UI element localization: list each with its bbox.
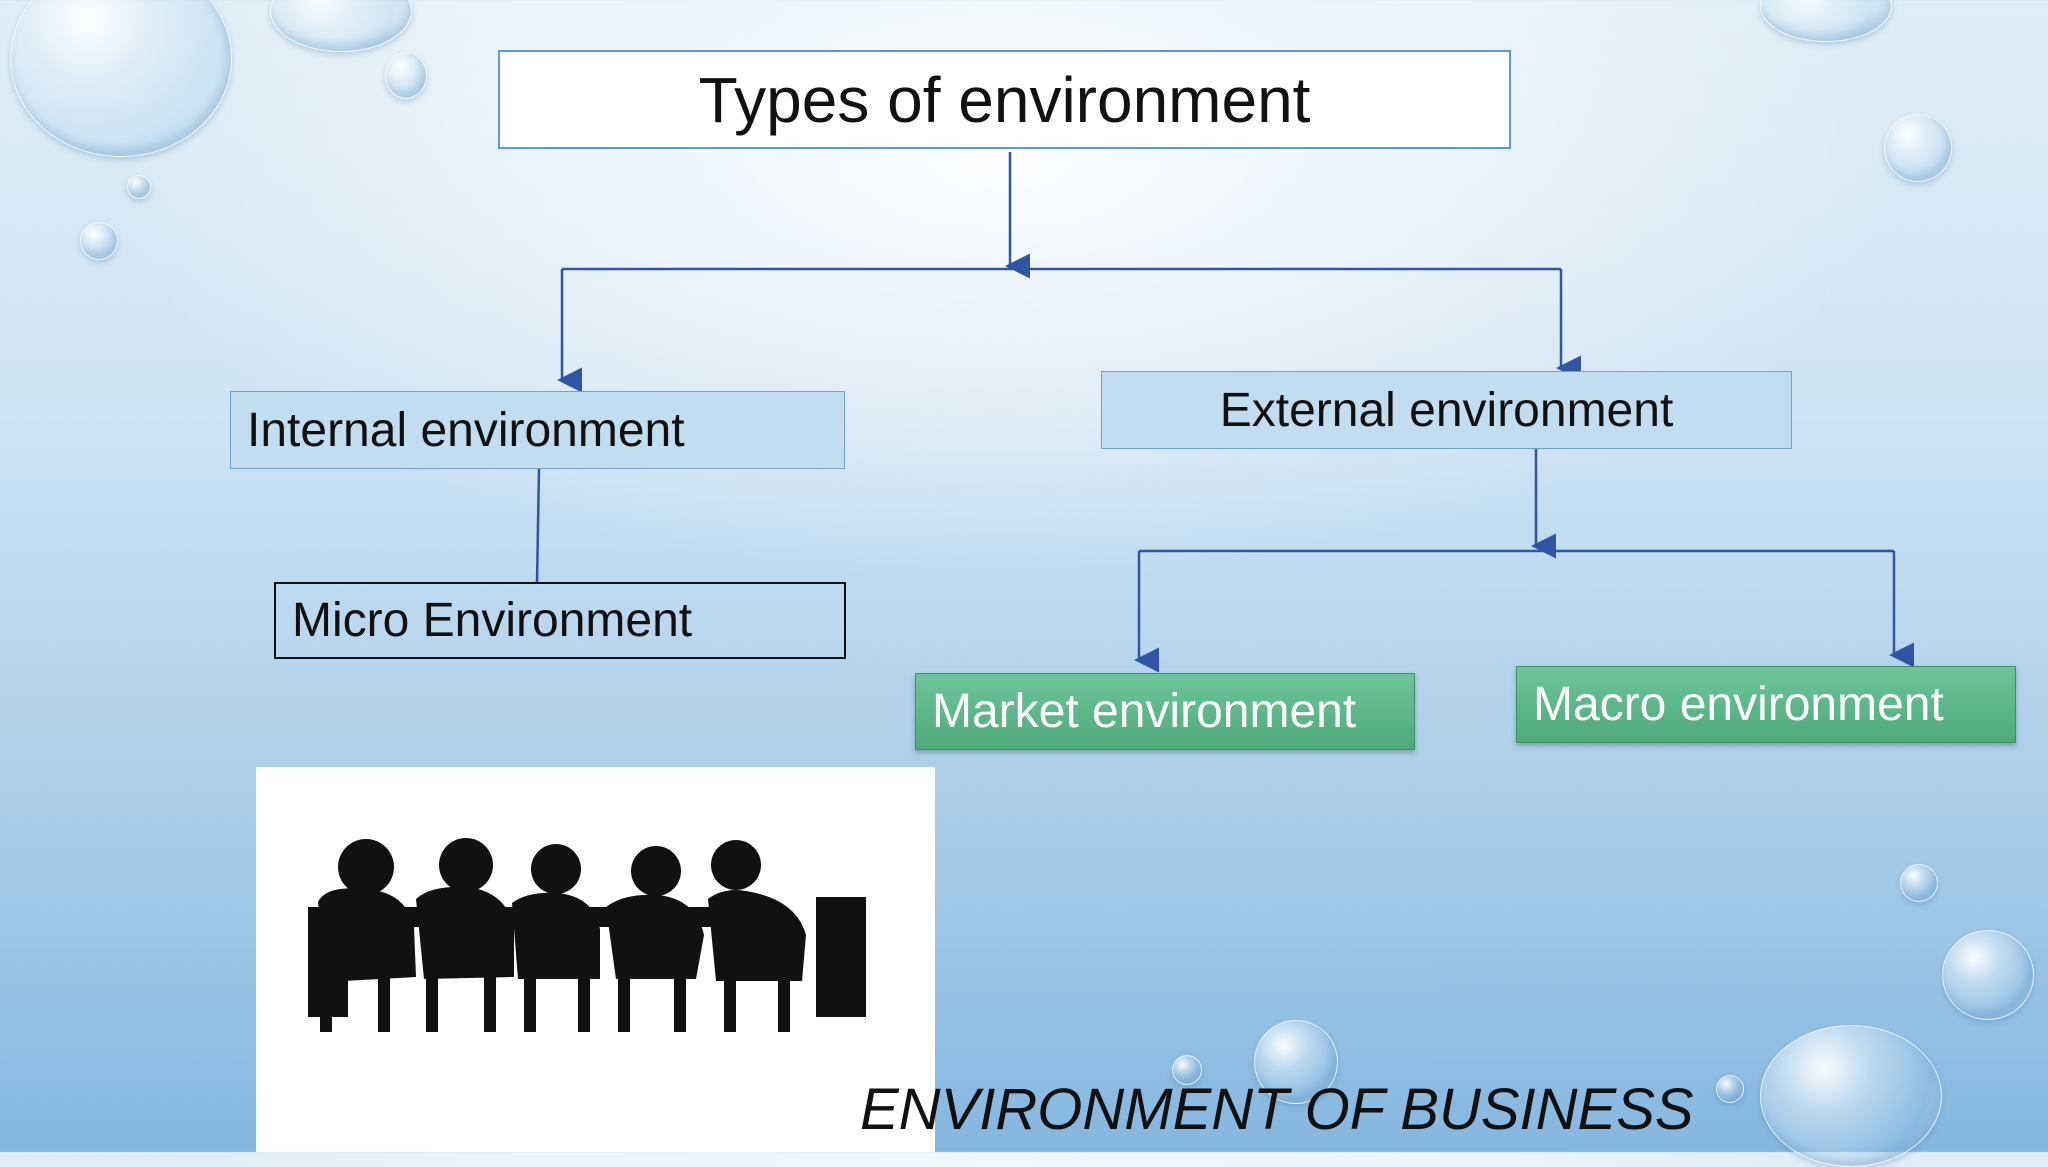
meeting-image [256,767,935,1152]
meeting-silhouette-icon [308,838,866,1032]
water-drop [1172,1055,1202,1085]
water-drop [1942,930,2034,1020]
connector-internal-micro [535,468,541,583]
water-drop [1716,1075,1744,1103]
macro-environment-box: Macro environment [1516,666,2016,743]
water-drop [1760,1025,1942,1167]
diagram-title: Types of environment [498,50,1511,149]
water-drop [80,222,118,260]
water-drop [1900,864,1938,902]
market-environment-box: Market environment [915,673,1415,750]
water-drop [1884,114,1952,182]
micro-environment-box: Micro Environment [274,582,846,659]
water-drop [10,0,232,157]
internal-environment-box: Internal environment [230,391,845,469]
water-drop [1254,1020,1338,1104]
water-drop [385,52,427,99]
external-environment-box: External environment [1101,371,1792,449]
water-drop [127,175,151,199]
footer-title: ENVIRONMENT OF BUSINESS [860,1077,1694,1142]
